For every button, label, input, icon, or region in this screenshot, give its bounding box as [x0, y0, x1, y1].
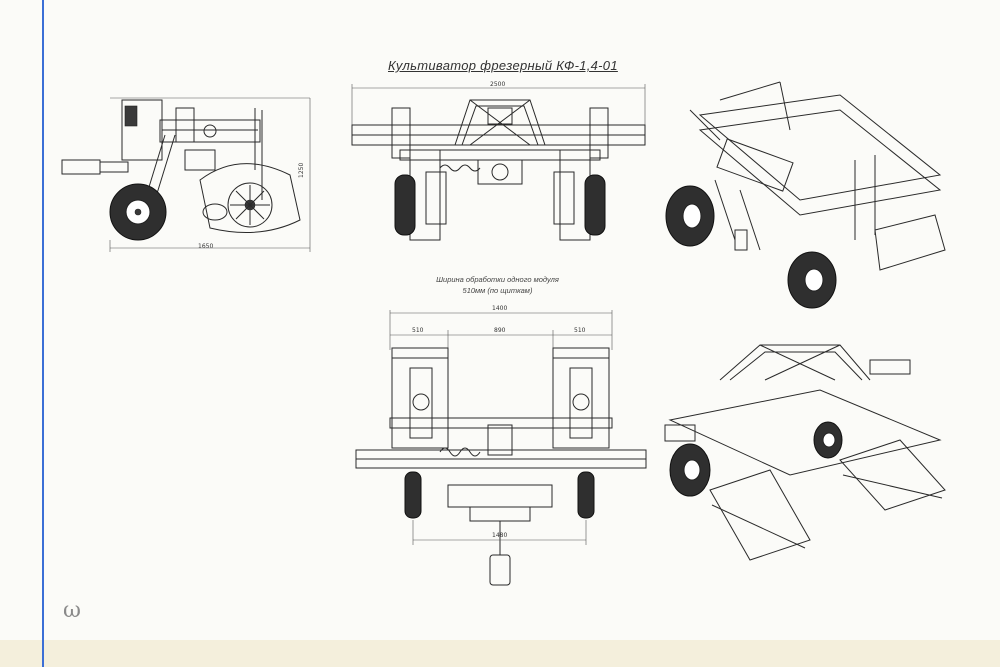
dimension-side-height: 1250 [298, 162, 305, 178]
dimension-plan-track: 1480 [492, 532, 508, 539]
plan-view [355, 310, 647, 586]
caption-line-2: 510мм (по щиткам) [462, 286, 533, 295]
front-view [351, 84, 646, 241]
side-view [61, 97, 311, 252]
dimension-plan-module-right: 510 [574, 327, 586, 334]
drawing-title: Культиватор фрезерный КФ-1,4-01 [388, 58, 618, 73]
dimension-plan-module-left: 510 [412, 327, 424, 334]
isometric-view-bottom [664, 344, 946, 561]
dimension-plan-gap: 890 [494, 327, 506, 334]
dimension-side-length: 1650 [198, 243, 214, 250]
scan-bottom-band [0, 640, 1000, 667]
isometric-view-top [665, 81, 946, 309]
binding-margin-line [42, 0, 44, 667]
dimension-plan-overall: 1400 [492, 305, 508, 312]
caption-line-1: Ширина обработки одного модуля [436, 275, 559, 284]
dimension-front-width: 2500 [490, 81, 506, 88]
handwritten-margin-mark: ω [63, 598, 81, 623]
